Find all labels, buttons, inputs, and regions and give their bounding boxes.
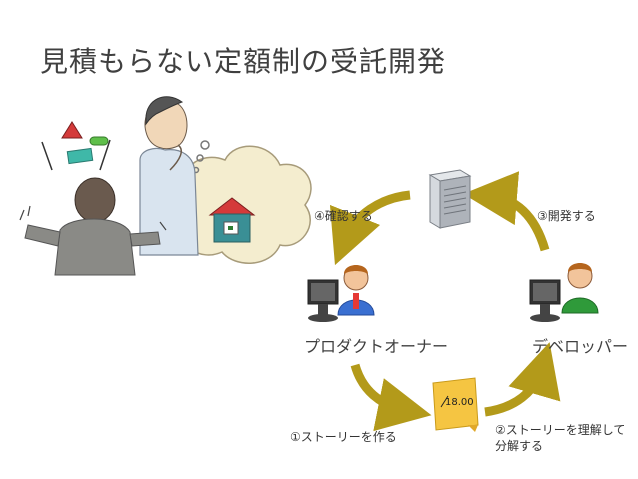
arrow-confirm [329,190,411,266]
arrow-decompose [484,342,561,417]
server-icon [428,169,472,229]
arrow-create-story [350,363,432,432]
step4-label: ④確認する [314,209,373,223]
house-icon [208,197,256,243]
arrow-develop [463,171,550,252]
developer-icon [529,263,599,322]
floating-shapes [41,121,111,171]
page-title: 見積もらない定額制の受託開発 [40,45,447,78]
sticky-note-text: 18.00 [445,397,474,408]
developer-role-label: デベロッパー [532,337,629,356]
owner-icon [307,265,375,322]
step3-label: ③開発する [537,209,596,223]
step2-line1: ②ストーリーを理解して [495,423,626,437]
step1-label: ①ストーリーを作る [290,430,397,444]
sticky-note-icon: 18.00 [432,377,479,432]
person-back-view [19,177,167,276]
owner-role-label: プロダクトオーナー [304,337,449,356]
step2-label: ②ストーリーを理解して 分解する [495,422,625,454]
step2-line2: 分解する [495,439,544,453]
thinking-person [139,96,199,256]
